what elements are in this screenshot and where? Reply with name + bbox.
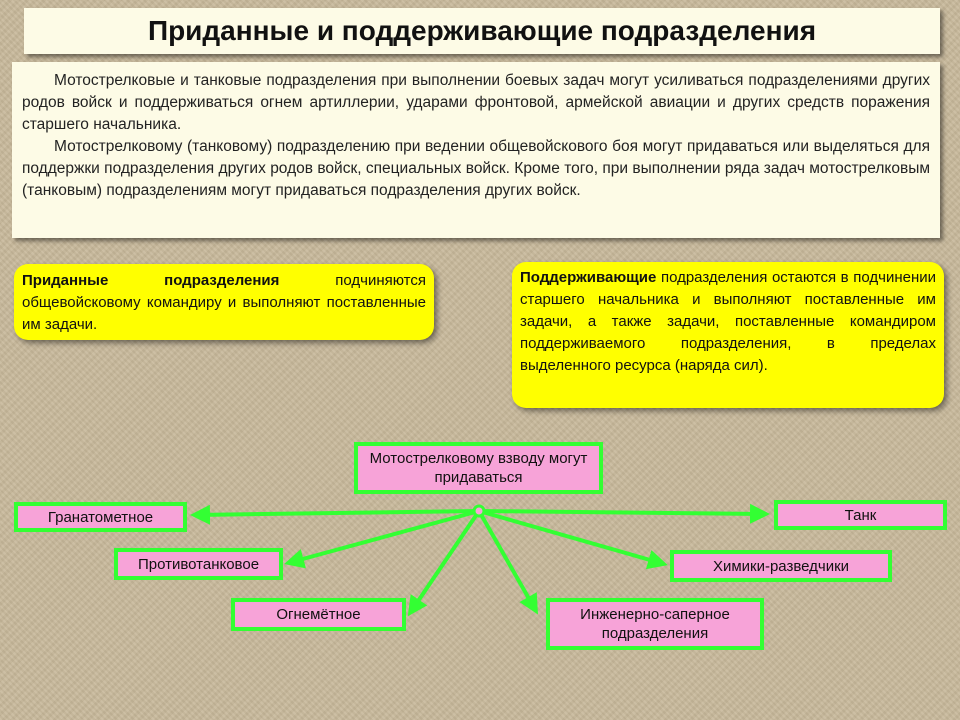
node-grenade: Гранатометное <box>14 502 187 532</box>
arrow-to-tank <box>478 503 770 524</box>
supporting-units-box: Поддерживающие подразделения остаются в … <box>512 262 944 408</box>
node-engineer: Инженерно-саперное подразделения <box>546 598 764 650</box>
page-title: Приданные и поддерживающие подразделения <box>24 8 940 54</box>
node-flame: Огнемётное <box>231 598 406 631</box>
arrow-to-antitank <box>284 509 480 569</box>
node-chemical: Химики-разведчики <box>670 550 892 582</box>
attached-units-text: подчиняются общевойсковому командиру и в… <box>22 272 427 333</box>
node-antitank: Противотанковое <box>114 548 283 580</box>
intro-paragraph-2: Мотострелковому (танковому) подразделени… <box>22 138 930 199</box>
arrow-to-engineer <box>477 510 538 615</box>
supporting-units-term: Поддерживающие <box>520 269 657 286</box>
supporting-units-text: подразделения остаются в подчинении стар… <box>520 269 936 374</box>
center-node: Мотострелковому взводу могут придаваться <box>354 442 603 494</box>
attached-units-term: Приданные подразделения <box>22 272 280 289</box>
node-tank: Танк <box>774 500 947 530</box>
arrow-hub <box>472 504 486 518</box>
arrow-to-flame <box>407 509 481 617</box>
attached-units-box: Приданные подразделения подчиняются обще… <box>14 264 434 340</box>
arrow-to-chemical <box>478 509 668 570</box>
intro-panel: Мотострелковые и танковые подразделения … <box>12 62 940 238</box>
arrow-to-grenade <box>190 504 480 525</box>
intro-paragraph-1: Мотострелковые и танковые подразделения … <box>22 72 930 133</box>
